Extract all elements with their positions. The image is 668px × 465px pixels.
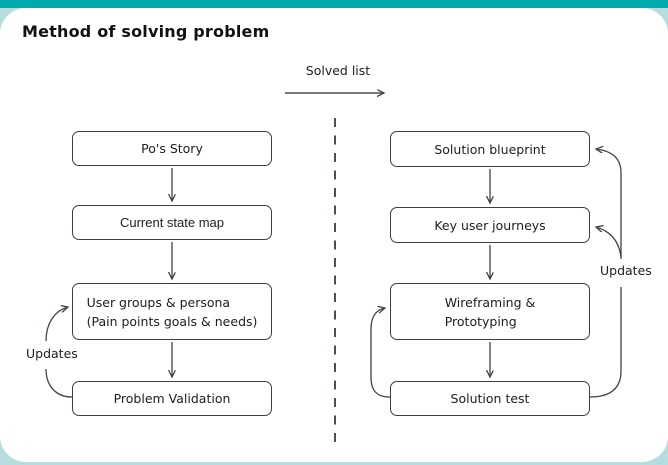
node-label-line1: Wireframing & — [444, 294, 536, 310]
node-solution-test[interactable]: Solution test — [390, 381, 590, 416]
node-label: Po's Story — [141, 141, 203, 156]
node-current-state-map[interactable]: Current state map — [72, 205, 272, 240]
page-title: Method of solving problem — [22, 22, 270, 41]
node-label-line2: Prototyping — [444, 313, 517, 329]
node-label: Current state map — [119, 215, 225, 230]
node-key-user-journeys[interactable]: Key user journeys — [390, 207, 590, 243]
node-label: Solution test — [450, 391, 530, 406]
node-solution-blueprint[interactable]: Solution blueprint — [390, 131, 590, 167]
node-user-groups-persona[interactable]: User groups & persona (Pain points goals… — [72, 283, 272, 340]
updates-label-left: Updates — [26, 346, 78, 361]
node-label-line2: (Pain points goals & needs) — [86, 313, 258, 329]
node-problem-validation[interactable]: Problem Validation — [72, 381, 272, 416]
updates-label-right: Updates — [600, 263, 652, 278]
node-label-line1: User groups & persona — [86, 294, 231, 310]
node-label: Problem Validation — [113, 391, 231, 406]
node-label: Key user journeys — [434, 217, 546, 233]
node-pos-story[interactable]: Po's Story — [72, 131, 272, 166]
node-wireframing-prototyping[interactable]: Wireframing & Prototyping — [390, 283, 590, 340]
solved-list-label: Solved list — [305, 63, 371, 78]
node-label: Solution blueprint — [434, 141, 546, 157]
top-accent-bar — [0, 0, 668, 8]
